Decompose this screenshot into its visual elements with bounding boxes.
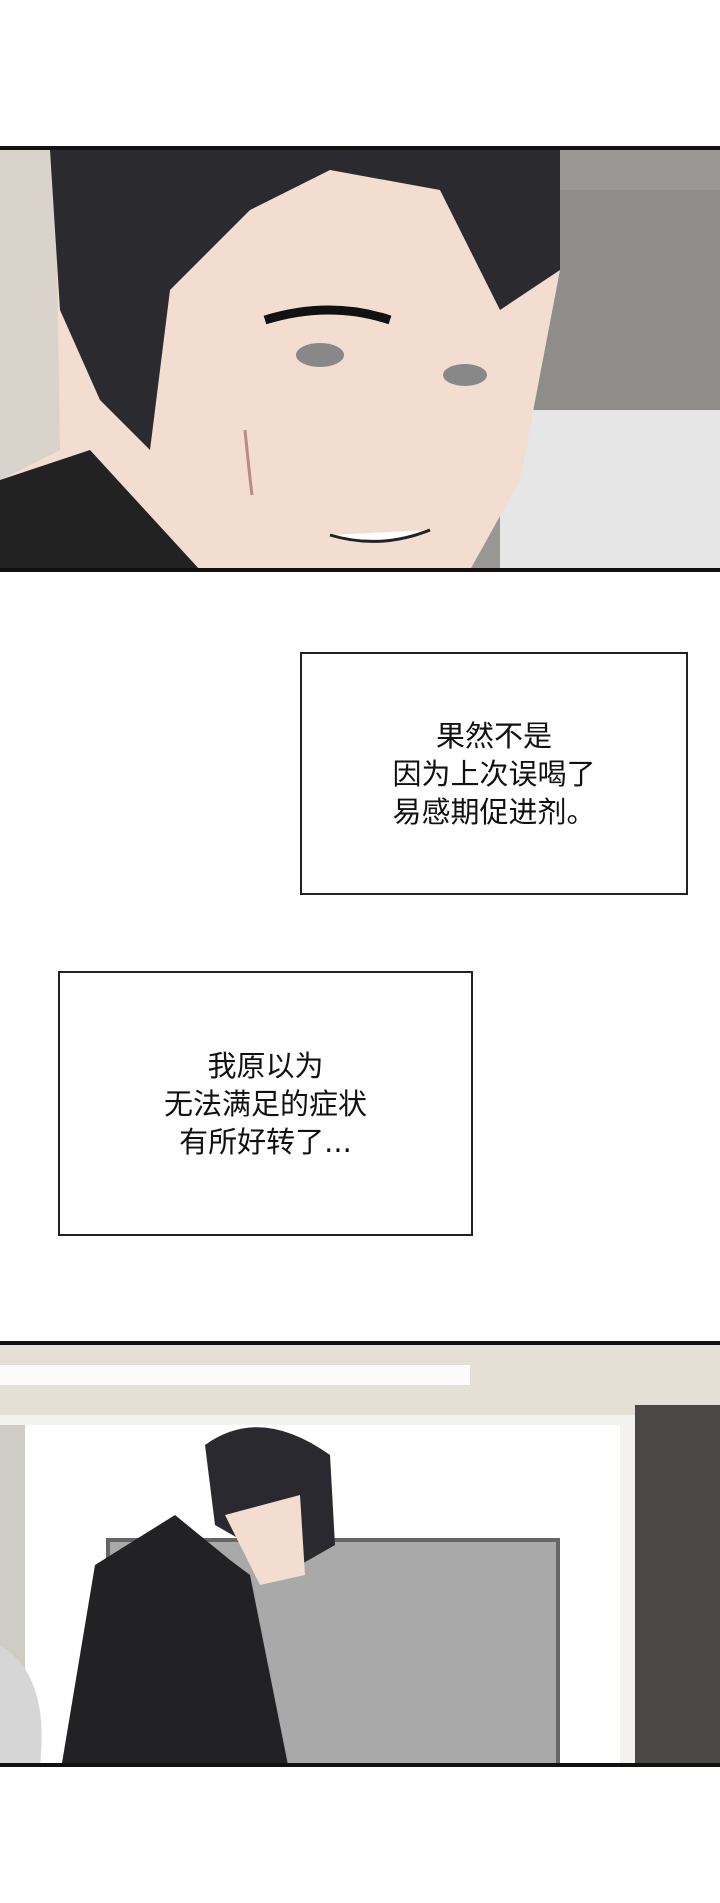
caption-line: 果然不是 — [435, 718, 552, 753]
panel-closeup-smiling-man: 呼— — [0, 146, 720, 572]
caption-line: 有所好转了... — [179, 1124, 352, 1159]
man-office-illustration — [0, 1345, 720, 1763]
narration-box-1: 果然不是 因为上次误喝了 易感期促进剂。 — [300, 652, 688, 895]
caption-line: 易感期促进剂。 — [392, 794, 596, 829]
caption-line: 我原以为 — [207, 1048, 324, 1083]
narration-box-2: 我原以为 无法满足的症状 有所好转了... — [58, 971, 473, 1236]
man-closeup-illustration — [0, 150, 720, 568]
panel-man-looking-down — [0, 1341, 720, 1767]
caption-line: 无法满足的症状 — [163, 1086, 367, 1121]
caption-line: 因为上次误喝了 — [392, 756, 596, 791]
